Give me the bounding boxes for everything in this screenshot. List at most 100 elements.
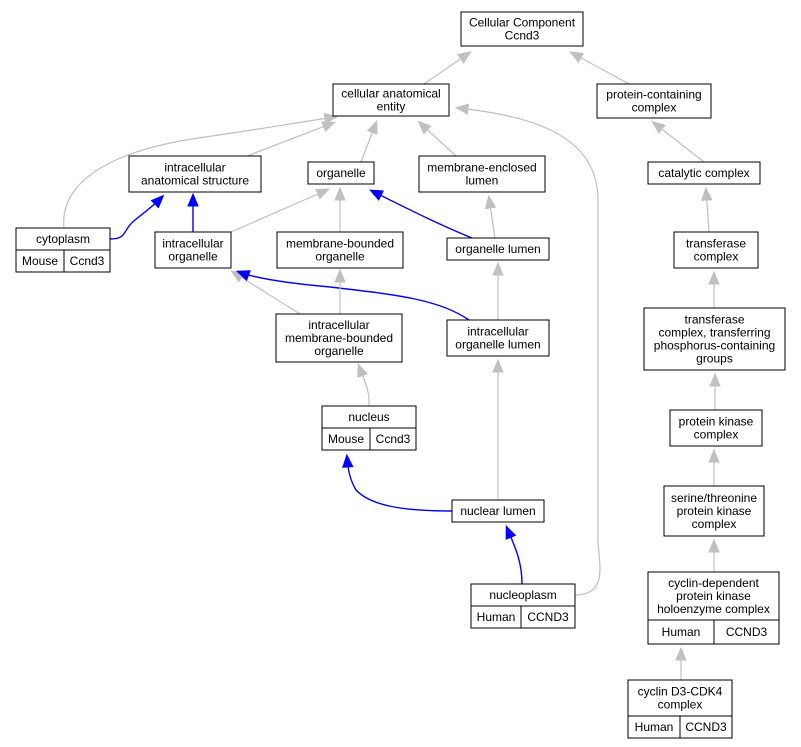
node-label-line: protein-containing	[606, 88, 701, 102]
node-box	[276, 231, 404, 269]
species-label: Mouse	[328, 432, 364, 446]
edge-line	[371, 190, 473, 239]
node-label-line: protein kinase	[679, 415, 754, 429]
edge-line	[571, 52, 630, 85]
node-label-line: intracellular	[467, 325, 528, 339]
edge-io-to-organelle	[230, 188, 331, 233]
species-label: Mouse	[22, 254, 58, 268]
edge-mel-to-cae	[417, 120, 457, 157]
edge-nucleoplasm-to-cae	[454, 103, 601, 596]
node-nuclear-lumen[interactable]: nuclear lumen	[451, 499, 545, 523]
node-label-line: transferase	[684, 313, 744, 327]
node-label-line: cyclin-dependent	[668, 576, 759, 590]
edge-stpkc-to-pkc	[708, 448, 720, 486]
arrowhead-icon	[651, 120, 666, 134]
gene-cell	[63, 249, 111, 273]
edge-line	[230, 189, 328, 233]
node-box	[663, 485, 765, 537]
edge-line	[246, 122, 334, 157]
edge-imbo-to-io	[230, 270, 301, 315]
node-label-line: complex, transferring	[658, 326, 770, 340]
arrowhead-icon	[454, 103, 470, 115]
arrowhead-icon	[457, 51, 472, 64]
gene-cell	[713, 619, 780, 645]
species-cell	[647, 619, 715, 645]
node-box	[647, 161, 761, 185]
node-label-line: complex	[694, 250, 739, 264]
gene-label: Ccnd3	[70, 254, 105, 268]
node-label-line: complex	[632, 101, 677, 115]
node-catalytic[interactable]: catalytic complex	[647, 161, 761, 185]
node-box	[154, 231, 232, 269]
node-label-line: intracellular	[162, 237, 223, 251]
node-label-line: nucleus	[348, 410, 389, 424]
node-box	[647, 571, 780, 621]
gene-label: CCND3	[527, 610, 569, 624]
edge-line	[346, 456, 453, 512]
edge-ol-to-organelle	[369, 189, 473, 239]
node-box	[673, 231, 759, 269]
arrowhead-icon	[342, 453, 354, 468]
node-label-line: organelle	[314, 344, 364, 358]
edge-line	[653, 122, 705, 163]
edge-pkc-to-tctpg	[709, 372, 721, 410]
node-label-line: organelle	[316, 166, 366, 180]
edge-organelle-to-cae	[360, 119, 378, 163]
node-label-line: membrane-enclosed	[427, 161, 536, 175]
node-label-line: membrane-bounded	[285, 331, 393, 345]
edge-line	[232, 271, 301, 315]
node-label-line: Ccnd3	[505, 29, 540, 43]
edge-mbo-to-organelle	[334, 186, 346, 232]
node-box	[643, 307, 786, 371]
edges-layer	[63, 51, 721, 680]
node-box	[275, 313, 403, 363]
node-label-line: serine/threonine	[671, 491, 757, 505]
node-label-line: membrane-bounded	[286, 237, 394, 251]
arrowhead-icon	[569, 51, 584, 64]
arrowhead-icon	[709, 372, 721, 387]
arrowhead-icon	[150, 194, 165, 209]
edge-catalytic-to-pcc	[651, 120, 705, 163]
arrowhead-icon	[505, 524, 517, 540]
arrowhead-icon	[492, 261, 504, 276]
arrowhead-icon	[334, 186, 346, 201]
node-label-line: cytoplasm	[36, 232, 90, 246]
node-label-line: cyclin D3-CDK4	[638, 685, 723, 699]
edge-nuclear_lumen-to-nucleus	[342, 453, 453, 512]
edge-cytoplasm-to-ias	[109, 194, 165, 240]
arrowhead-icon	[357, 362, 368, 378]
edge-iol-to-ol	[492, 261, 504, 320]
edge-nucleoplasm-to-nuclear_lumen	[505, 524, 523, 585]
edge-iol-to-io	[235, 270, 470, 321]
arrowhead-icon	[701, 186, 713, 201]
node-box	[128, 155, 262, 193]
node-label-line: protein kinase	[677, 504, 752, 518]
node-ol[interactable]: organelle lumen	[446, 237, 550, 261]
gene-cell	[369, 427, 417, 451]
node-organelle[interactable]: organelle	[307, 161, 375, 185]
node-label-line: lumen	[466, 174, 499, 188]
arrowhead-icon	[484, 194, 497, 210]
edge-transferase-to-catalytic	[701, 186, 713, 233]
species-label: Human	[662, 625, 701, 639]
species-label: Human	[635, 720, 674, 734]
